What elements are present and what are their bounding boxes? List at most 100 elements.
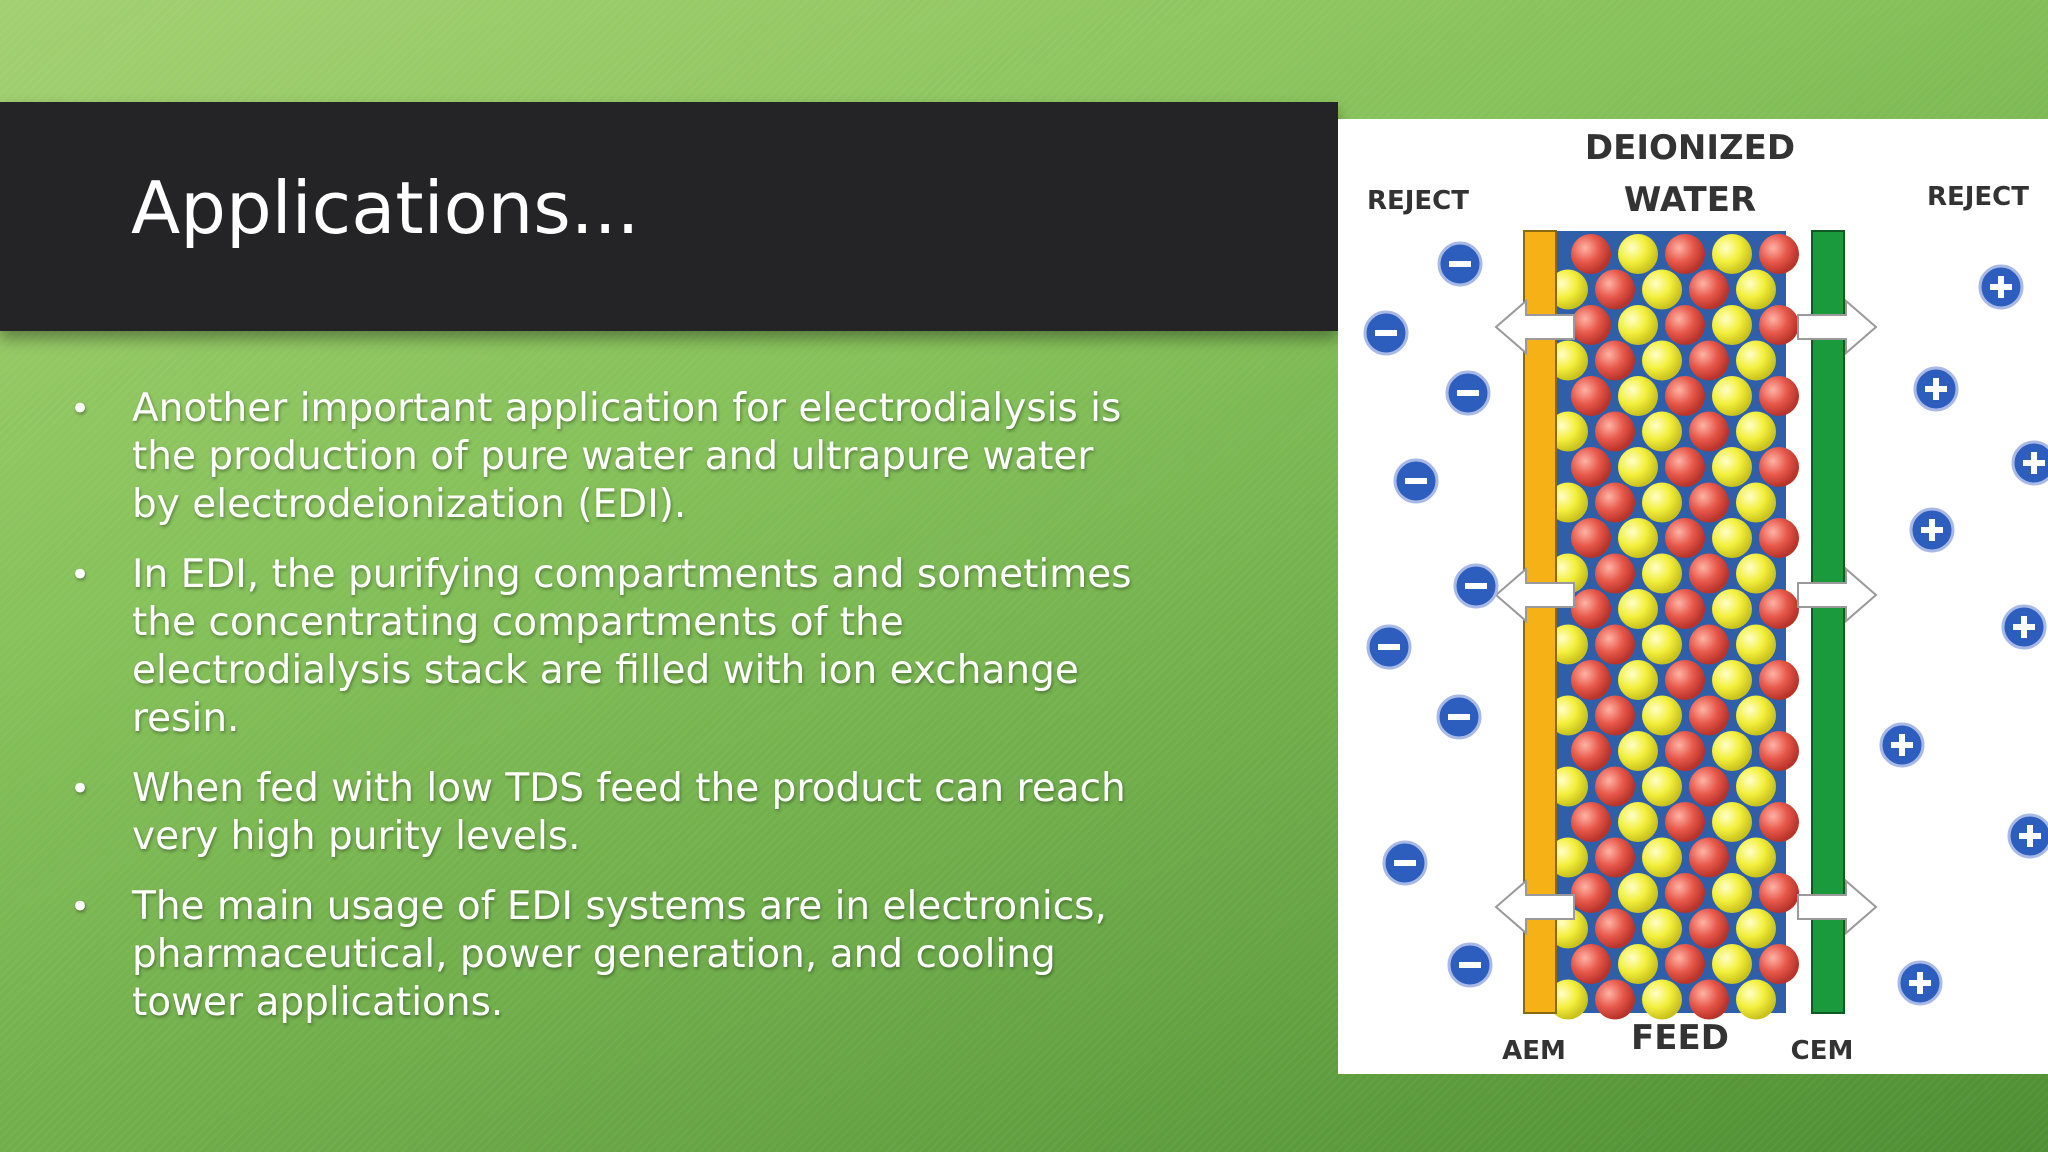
cation-icon [1909, 507, 1955, 553]
resin-bead-yellow [1736, 553, 1776, 594]
ions [1363, 241, 2048, 1006]
resin-bead-yellow [1618, 305, 1658, 345]
resin-bead-yellow [1642, 979, 1682, 1020]
title-band: Applications... [0, 102, 1338, 331]
resin-bead-yellow [1642, 340, 1682, 381]
resin-bead-yellow [1736, 837, 1776, 878]
resin-bead-red [1689, 695, 1729, 736]
resin-bead-red [1689, 482, 1729, 523]
resin-bead-red [1665, 234, 1705, 274]
arrow-right [1797, 566, 1878, 624]
resin-bead-yellow [1548, 837, 1588, 878]
label-cem: CEM [1791, 1036, 1854, 1066]
resin-bead-red [1665, 518, 1705, 558]
aem-membrane [1523, 230, 1557, 1014]
resin-bead-yellow [1618, 731, 1658, 771]
resin-bead-red [1689, 766, 1729, 807]
resin-bead-yellow [1712, 518, 1752, 558]
resin-bead-red [1595, 766, 1635, 807]
anion-icon [1393, 458, 1439, 504]
bullet-text: When fed with low TDS feed the product c… [132, 766, 1126, 859]
resin-bead-red [1595, 695, 1635, 736]
resin-bead-red [1759, 518, 1799, 558]
resin-bead-red [1759, 589, 1799, 629]
resin-bead-red [1571, 589, 1611, 629]
cation-icon [1913, 366, 1959, 412]
resin-bead-red [1571, 305, 1611, 345]
resin-bead-yellow [1712, 234, 1752, 274]
anion-icon [1363, 310, 1409, 356]
resin-bead-red [1759, 731, 1799, 771]
resin-bead-yellow [1736, 411, 1776, 452]
resin-bead-red [1571, 234, 1611, 274]
resin-bead-red [1571, 376, 1611, 416]
resin-bead-red [1759, 447, 1799, 487]
resin-bead-yellow [1712, 660, 1752, 700]
resin-bead-red [1689, 837, 1729, 878]
edi-diagram-svg: DEIONIZED WATER REJECT REJECT AEM FEED C… [1363, 128, 2048, 1066]
edi-diagram: DEIONIZED WATER REJECT REJECT AEM FEED C… [1338, 119, 2048, 1074]
arrow-left [1494, 878, 1575, 936]
resin-bead-yellow [1736, 624, 1776, 665]
resin-bead-red [1571, 660, 1611, 700]
resin-bead-yellow [1642, 695, 1682, 736]
resin-bead-yellow [1618, 376, 1658, 416]
resin-bead-yellow [1642, 837, 1682, 878]
anion-icon [1366, 624, 1412, 670]
resin-bead-yellow [1712, 376, 1752, 416]
resin-bead-red [1689, 979, 1729, 1020]
label-water: WATER [1624, 180, 1756, 220]
resin-bead-red [1665, 731, 1705, 771]
resin-bead-yellow [1736, 695, 1776, 736]
resin-bead-red [1571, 802, 1611, 842]
resin-bead-yellow [1712, 802, 1752, 842]
resin-bead-red [1595, 908, 1635, 949]
resin-bead-yellow [1642, 908, 1682, 949]
resin-bead-yellow [1736, 766, 1776, 807]
resin-bead-yellow [1736, 340, 1776, 381]
arrow-left [1494, 298, 1575, 356]
resin-bead-red [1665, 376, 1705, 416]
resin-bead-yellow [1548, 979, 1588, 1020]
label-deionized: DEIONIZED [1585, 128, 1795, 168]
arrow-right [1797, 878, 1878, 936]
resin-bead-red [1595, 979, 1635, 1020]
resin-bead-yellow [1736, 908, 1776, 949]
resin-bead-yellow [1618, 447, 1658, 487]
resin-bead-red [1571, 944, 1611, 984]
resin-bead-red [1759, 234, 1799, 274]
resin-bead-yellow [1736, 269, 1776, 310]
cem-membrane [1811, 230, 1845, 1014]
resin-bead-yellow [1712, 731, 1752, 771]
bullet-item: •When fed with low TDS feed the product … [70, 765, 1150, 861]
resin-bead-yellow [1712, 944, 1752, 984]
arrow-right [1797, 298, 1878, 356]
resin-bead-red [1571, 447, 1611, 487]
cation-icon [2001, 604, 2047, 650]
label-aem: AEM [1502, 1036, 1566, 1066]
resin-bead-yellow [1712, 305, 1752, 345]
anion-icon [1437, 241, 1483, 287]
label-feed: FEED [1631, 1018, 1729, 1058]
resin-bead-red [1665, 305, 1705, 345]
resin-bead-red [1665, 447, 1705, 487]
resin-bead-red [1689, 411, 1729, 452]
bullet-text: Another important application for electr… [132, 386, 1122, 527]
resin-bead-yellow [1618, 589, 1658, 629]
resin-bead-yellow [1548, 766, 1588, 807]
bullet-list: •Another important application for elect… [70, 385, 1150, 1049]
resin-bead-red [1689, 340, 1729, 381]
resin-bead-yellow [1548, 411, 1588, 452]
resin-bead-red [1759, 873, 1799, 913]
resin-bead-red [1689, 624, 1729, 665]
resin-bead-yellow [1618, 518, 1658, 558]
resin-bead-red [1759, 944, 1799, 984]
resin-bead-yellow [1642, 482, 1682, 523]
resin-bead-red [1689, 908, 1729, 949]
label-reject-right: REJECT [1927, 182, 2029, 212]
resin-bead-yellow [1618, 802, 1658, 842]
resin-bead-red [1595, 553, 1635, 594]
resin-bead-red [1595, 411, 1635, 452]
resin-bead-red [1665, 944, 1705, 984]
resin-bead-red [1595, 624, 1635, 665]
